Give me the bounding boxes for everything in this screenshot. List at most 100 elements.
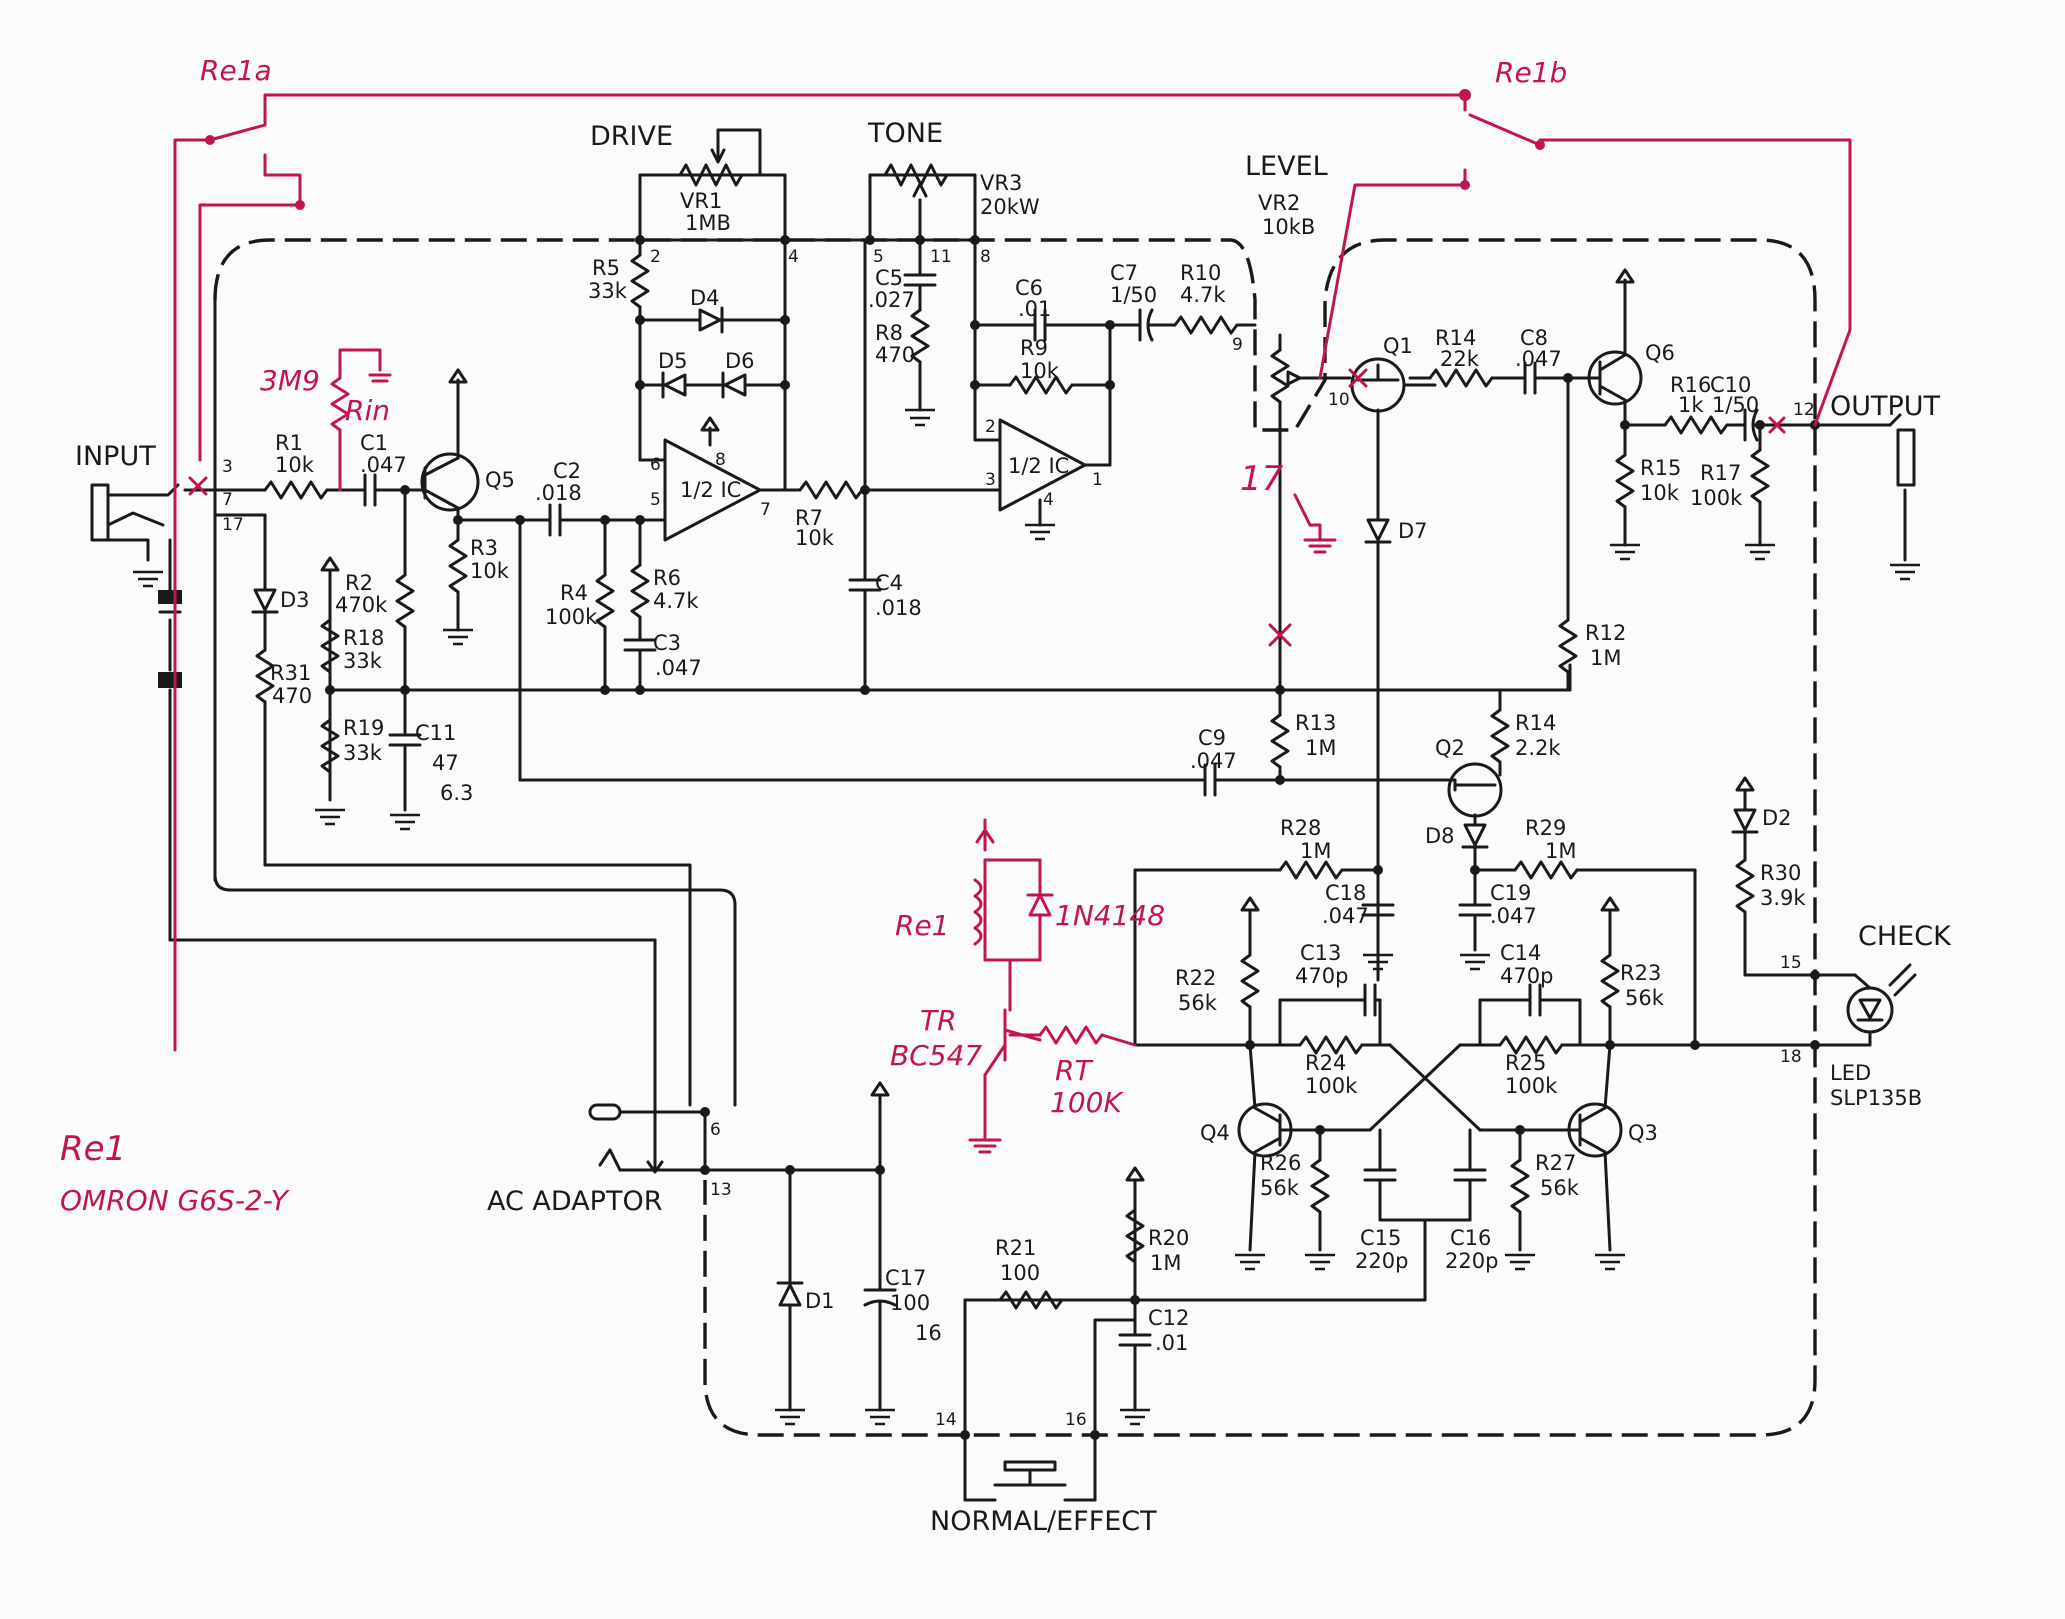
- r7-val: 10k: [795, 526, 835, 550]
- pin-2: 2: [650, 247, 661, 267]
- r19-ref: R19: [343, 716, 384, 740]
- rin-label: Rin: [345, 394, 390, 427]
- d8-label: D8: [1425, 824, 1455, 848]
- r18-val: 33k: [343, 649, 383, 673]
- opamp-2: [998, 418, 1087, 512]
- c13-val: 470p: [1295, 964, 1348, 988]
- r23-val: 56k: [1625, 986, 1665, 1010]
- c1-val: .047: [360, 453, 407, 477]
- c19-val: .047: [1490, 904, 1537, 928]
- c16-ref: C16: [1450, 1226, 1491, 1250]
- r24-ref: R24: [1305, 1051, 1346, 1075]
- r14a-ref: R14: [1435, 326, 1476, 350]
- r26-ref: R26: [1260, 1151, 1301, 1175]
- r30-val: 3.9k: [1760, 886, 1806, 910]
- r21-val: 100: [1000, 1261, 1040, 1285]
- c5-val: .027: [868, 288, 915, 312]
- led-part-label: SLP135B: [1830, 1086, 1922, 1110]
- c12-ref: C12: [1148, 1306, 1189, 1330]
- d3-label: D3: [280, 588, 310, 612]
- pin-18: 18: [1780, 1047, 1802, 1067]
- c14-val: 470p: [1500, 964, 1553, 988]
- ic-pin-7: 7: [760, 500, 771, 520]
- r4-ref: R4: [560, 581, 588, 605]
- re1a-label: Re1a: [200, 54, 272, 87]
- pin-12: 12: [1793, 400, 1815, 420]
- d4-label: D4: [690, 286, 720, 310]
- r8-ref: R8: [875, 321, 903, 345]
- r5-ref: R5: [592, 256, 620, 280]
- r1-val: 10k: [275, 453, 315, 477]
- r25-ref: R25: [1505, 1051, 1546, 1075]
- led-label: LED: [1830, 1061, 1871, 1085]
- c18-ref: C18: [1325, 881, 1366, 905]
- ic2-pin-3: 3: [985, 470, 996, 490]
- c7-val: 1/50: [1110, 283, 1157, 307]
- r9-ref: R9: [1020, 336, 1048, 360]
- diode-1n4148-label: 1N4148: [1055, 899, 1165, 932]
- r16-ref: R16: [1670, 373, 1711, 397]
- ic2-pin-4: 4: [1043, 490, 1054, 510]
- r30-ref: R30: [1760, 861, 1801, 885]
- tone-section: [848, 238, 1257, 695]
- r12-val: 1M: [1590, 646, 1621, 670]
- tone-label: TONE: [867, 118, 943, 149]
- q1-label: Q1: [1383, 334, 1413, 358]
- c10-ref: C10: [1710, 373, 1751, 397]
- vr3-val: 20kW: [980, 195, 1040, 219]
- r17-val: 100k: [1690, 486, 1743, 510]
- drive-pot: [678, 128, 762, 187]
- r27-ref: R27: [1535, 1151, 1576, 1175]
- r17-ref: R17: [1700, 461, 1741, 485]
- r10-ref: R10: [1180, 261, 1221, 285]
- pin-11: 11: [930, 247, 952, 267]
- input-label: INPUT: [75, 441, 156, 472]
- vr1-ref: VR1: [680, 189, 722, 213]
- ic2-pin-1: 1: [1092, 470, 1103, 490]
- c17-volt: 16: [915, 1321, 942, 1345]
- r14a-val: 22k: [1440, 347, 1480, 371]
- flipflop-section: [963, 860, 1817, 1302]
- level-pot: [1270, 333, 1322, 695]
- r24-val: 100k: [1305, 1074, 1358, 1098]
- c5-ref: C5: [875, 266, 903, 290]
- d7-label: D7: [1398, 519, 1428, 543]
- pin-17: 17: [222, 515, 244, 535]
- r22-val: 56k: [1178, 991, 1218, 1015]
- ic2-label: 1/2 IC: [1008, 454, 1069, 478]
- c13-ref: C13: [1300, 941, 1341, 965]
- pin-4: 4: [788, 247, 799, 267]
- q5-transistor: [420, 452, 480, 512]
- pin-5: 5: [873, 247, 884, 267]
- r3-ref: R3: [470, 536, 498, 560]
- c12-val: .01: [1155, 1331, 1188, 1355]
- r18-ref: R18: [343, 626, 384, 650]
- r31-ref: R31: [270, 661, 311, 685]
- q4-label: Q4: [1200, 1121, 1230, 1145]
- c8-ref: C8: [1520, 326, 1548, 350]
- ic1-label: 1/2 IC: [680, 478, 741, 502]
- power-section: [588, 1081, 1152, 1502]
- r28-val: 1M: [1300, 839, 1331, 863]
- r2-val: 470k: [335, 593, 388, 617]
- vr2-val: 10kB: [1262, 215, 1315, 239]
- ac-adaptor-label: AC ADAPTOR: [487, 1186, 662, 1217]
- q6-transistor: [1587, 350, 1643, 406]
- c1-ref: C1: [360, 431, 388, 455]
- vr2-ref: VR2: [1258, 191, 1300, 215]
- pin-10: 10: [1328, 390, 1350, 410]
- input-section: [90, 298, 1572, 1174]
- d1-label: D1: [805, 1289, 835, 1313]
- led-section: [1731, 776, 1917, 1050]
- pin-16: 16: [1065, 1410, 1087, 1430]
- r6-val: 4.7k: [653, 589, 699, 613]
- c2-val: .018: [535, 481, 582, 505]
- rt-label: RT: [1055, 1054, 1093, 1087]
- ic-pin-8: 8: [715, 450, 726, 470]
- vr1-val: 1MB: [685, 211, 731, 235]
- c9-val: .047: [1190, 749, 1237, 773]
- pin-15: 15: [1780, 953, 1802, 973]
- r4-val: 100k: [545, 605, 598, 629]
